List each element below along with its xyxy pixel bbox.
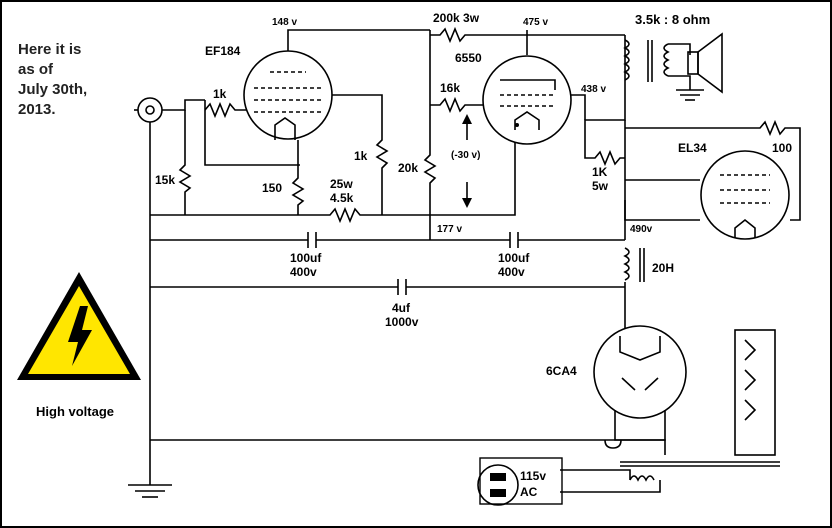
note-line-2: as of [18, 61, 54, 78]
label-r200k: 200k 3w [433, 11, 480, 25]
label-438v: 438 v [581, 84, 606, 95]
resistor-150 [291, 140, 305, 215]
label-c2-value: 100uf [498, 251, 530, 265]
capacitor-4uf [397, 279, 407, 295]
label-r5w: 5w [592, 179, 609, 193]
label-6550: 6550 [455, 51, 482, 65]
high-voltage-warning-icon [17, 272, 141, 380]
mains-plug-icon [477, 464, 519, 506]
label-r20k: 20k [398, 161, 418, 175]
input-jack-icon [134, 97, 163, 123]
tube-el34 [700, 150, 790, 240]
label-r150: 150 [262, 181, 282, 195]
label-c3-value: 4uf [392, 301, 411, 315]
resistor-20k [423, 30, 437, 240]
label-475v: 475 v [523, 17, 548, 28]
label-r1k-plate: 1k [354, 149, 368, 163]
tube-6ca4 [593, 325, 687, 441]
tube-ef184 [243, 50, 333, 140]
warning-label: High voltage [36, 404, 114, 419]
label-r1K: 1K [592, 165, 608, 179]
note-line-3: July 30th, [18, 81, 87, 98]
speaker-ground-icon [676, 89, 704, 101]
resistor-200k [430, 26, 625, 44]
tube-6550 [482, 55, 572, 145]
note-line-1: Here it is [18, 41, 81, 58]
resistor-100 [625, 119, 801, 221]
power-transformer [560, 439, 780, 493]
choke-20h [623, 247, 645, 282]
label-el34: EL34 [678, 141, 707, 155]
resistor-1K-5w [584, 35, 626, 167]
resistor-1k-grid [204, 101, 255, 119]
label-c1-value: 100uf [290, 251, 322, 265]
resistor-16k [430, 96, 495, 114]
label-r25w: 25w [330, 177, 353, 191]
speaker-icon [687, 32, 723, 94]
label-148v: 148 v [272, 17, 297, 28]
label-choke: 20H [652, 261, 674, 275]
capacitor-100uf-a [307, 232, 317, 248]
resistor-15k [178, 110, 192, 215]
label-ef184: EF184 [205, 44, 241, 58]
label-c1-voltage: 400v [290, 265, 317, 279]
label-r16k: 16k [440, 81, 460, 95]
label-177v: 177 v [437, 224, 462, 235]
label-c2-voltage: 400v [498, 265, 525, 279]
resistor-25w-4.5k [150, 130, 516, 224]
label-r15k: 15k [155, 173, 175, 187]
label-c3-voltage: 1000v [385, 315, 419, 329]
label-r4.5k: 4.5k [330, 191, 354, 205]
label-mains-ac: AC [520, 485, 538, 499]
arrow-up-icon [462, 114, 472, 140]
label-mains-voltage: 115v [520, 469, 546, 483]
label-neg30v: (-30 v) [451, 150, 480, 161]
label-r100: 100 [772, 141, 792, 155]
label-transformer: 3.5k : 8 ohm [635, 12, 710, 27]
heater-string [734, 329, 776, 456]
label-490v: 490v [630, 224, 653, 235]
label-r1k-grid: 1k [213, 87, 227, 101]
note-line-4: 2013. [18, 101, 56, 118]
mains-box [479, 457, 563, 505]
input-wire [162, 99, 205, 111]
output-transformer [623, 39, 691, 90]
capacitor-100uf-b [509, 232, 519, 248]
arrow-down-icon [462, 182, 472, 208]
resistor-1k-plate [330, 94, 389, 215]
label-6ca4: 6CA4 [546, 364, 577, 378]
ground-icon [128, 484, 172, 498]
